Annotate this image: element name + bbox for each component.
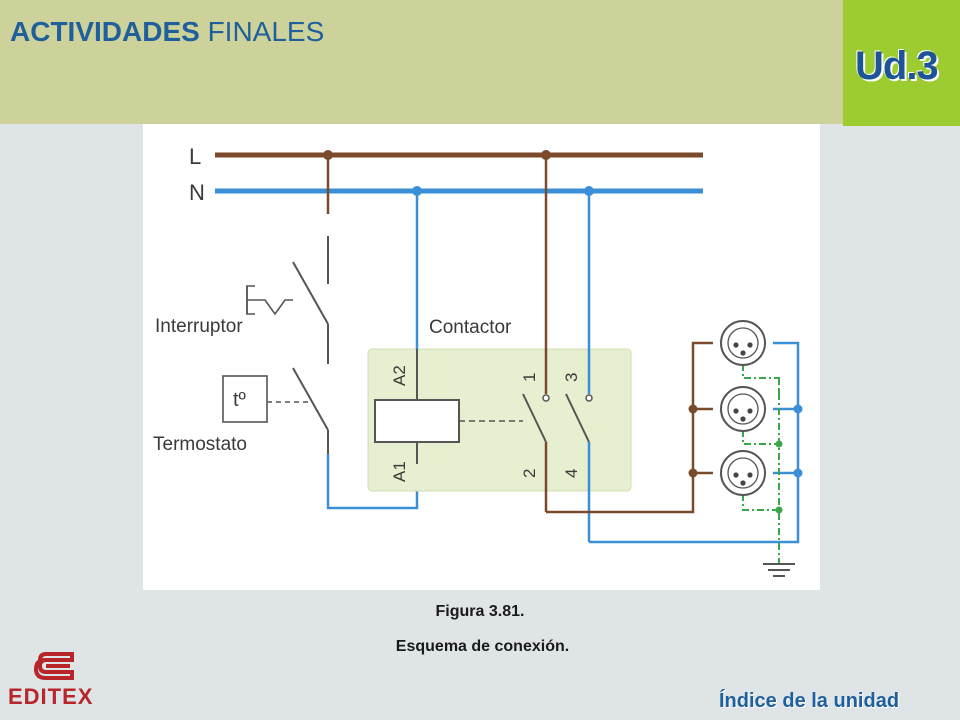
terminal-2: 2 <box>520 469 539 478</box>
contact-3 <box>565 393 590 443</box>
figure-caption: Esquema de conexión. <box>395 638 570 655</box>
socket-2-icon <box>720 386 766 432</box>
header-bar: ACTIVIDADES FINALES <box>0 0 843 124</box>
books-icon <box>33 652 74 680</box>
terminal-A1: A1 <box>390 461 409 482</box>
switch-contact <box>292 261 329 325</box>
contact-1 <box>522 393 547 443</box>
wiring-diagram-svg: L N Interruptor tº Termostato Contactor <box>153 144 803 577</box>
label-termostato: Termostato <box>153 434 247 455</box>
contactor-coil <box>374 399 460 443</box>
contact-3-pivot <box>585 394 593 402</box>
socket-3-icon <box>720 450 766 496</box>
thermostat-symbol: tº <box>233 389 247 411</box>
logo-text: EDITEX <box>8 684 94 709</box>
wire-earth-socket-3 <box>742 494 779 511</box>
wire-earth-socket-1 <box>742 364 780 394</box>
junction-earth-2 <box>775 506 783 514</box>
junction-neutral-socket-2 <box>793 404 803 414</box>
label-L: L <box>189 144 201 169</box>
wire-neutral-to-sockets <box>589 341 800 544</box>
section-title: ACTIVIDADES FINALES <box>10 16 325 47</box>
junction-phase-socket-3 <box>688 468 698 478</box>
contactor-box <box>367 348 632 492</box>
junction-phase-socket-2 <box>688 404 698 414</box>
wiring-diagram: L N Interruptor tº Termostato Contactor <box>143 124 820 590</box>
figure-number: Figura 3.81. <box>435 603 525 620</box>
label-N: N <box>189 180 205 205</box>
contact-1-pivot <box>542 394 550 402</box>
socket-1-icon <box>720 320 766 366</box>
unit-index-link[interactable]: Índice de la unidad <box>719 690 900 712</box>
label-interruptor: Interruptor <box>155 316 243 337</box>
editex-logo: EDITEX <box>8 650 108 714</box>
unit-label: Ud.3 <box>855 44 939 88</box>
wire-earth-socket-2 <box>742 430 779 445</box>
terminal-1: 1 <box>520 373 539 382</box>
junction-neutral-socket-3 <box>793 468 803 478</box>
thermostat-box <box>222 375 268 423</box>
terminal-4: 4 <box>562 469 581 478</box>
switch-actuator-E <box>246 285 255 315</box>
switch-actuator <box>246 286 293 316</box>
label-contactor: Contactor <box>429 317 512 338</box>
unit-tab[interactable] <box>843 0 960 126</box>
terminal-A2: A2 <box>390 365 409 386</box>
terminal-3: 3 <box>562 373 581 382</box>
thermostat-contact <box>292 367 329 431</box>
wire-phase-to-sockets <box>546 341 713 514</box>
junction-earth-1 <box>775 440 783 448</box>
